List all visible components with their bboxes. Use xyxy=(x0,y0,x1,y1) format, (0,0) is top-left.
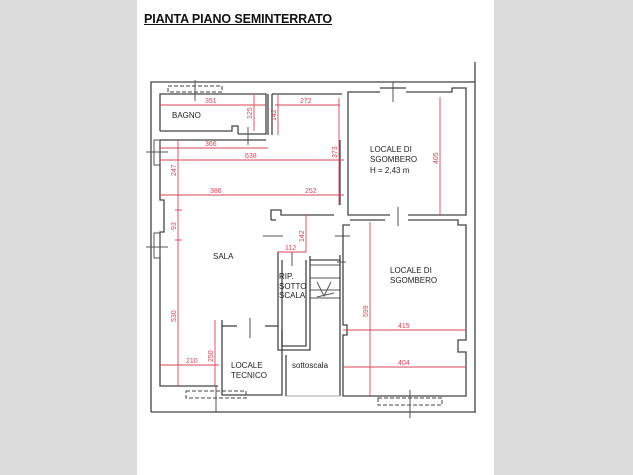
outer-boundary xyxy=(150,62,476,413)
dim-stair-width: 112 xyxy=(285,245,296,252)
dim-sgombero2-width-lower: 404 xyxy=(398,360,410,367)
dim-sala-left-part: 386 xyxy=(210,188,222,195)
dim-bagno-width: 351 xyxy=(205,98,217,105)
room-label-sgombero-1-line1: LOCALE DI xyxy=(370,145,412,154)
window-left-2 xyxy=(153,232,161,259)
room-label-sgombero-2-line2: SGOMBERO xyxy=(390,276,437,285)
dim-right-depth: 373 xyxy=(332,146,339,158)
room-label-locale-tecnico-line2: TECNICO xyxy=(231,371,267,380)
dim-bagno-depth: 125 xyxy=(247,107,254,119)
dim-sala-right-part: 252 xyxy=(305,188,317,195)
dim-nook-width: 210 xyxy=(186,358,198,365)
room-label-sgombero-1-height: H = 2,43 m xyxy=(370,166,410,175)
room-label-sottoscala: sottoscala xyxy=(292,361,329,370)
room-sottoscala-walls xyxy=(285,355,340,397)
room-rip-sotto-scala-walls xyxy=(277,252,311,351)
room-label-sgombero-1-line2: SGOMBERO xyxy=(370,155,417,164)
room-label-bagno: BAGNO xyxy=(172,111,201,120)
dim-stair-landing: 142 xyxy=(299,230,306,242)
room-label-sgombero-2-line1: LOCALE DI xyxy=(390,266,432,275)
stairs xyxy=(310,255,341,396)
dim-sala-depth: 530 xyxy=(171,310,178,322)
dim-left-upper: 247 xyxy=(171,164,178,176)
room-sgombero-1-walls xyxy=(347,82,467,226)
dimension-lines xyxy=(160,95,466,396)
plan-title: PIANTA PIANO SEMINTERRATO xyxy=(144,12,333,26)
room-label-locale-tecnico-line1: LOCALE xyxy=(231,361,263,370)
room-label-rip-line1: RIP. xyxy=(279,272,294,281)
dim-sgombero2-depth: 599 xyxy=(363,305,370,317)
dim-window-gap: 93 xyxy=(171,222,178,230)
room-locale-tecnico-walls xyxy=(185,318,283,412)
room-bagno-walls xyxy=(159,80,267,145)
room-label-rip-line3: SCALA xyxy=(279,291,306,300)
room-label-sala: SALA xyxy=(213,252,234,261)
room-label-rip-line2: SOTTO xyxy=(279,282,306,291)
corridor-walls xyxy=(267,93,342,135)
dim-top-right-width: 272 xyxy=(300,98,312,105)
dim-sala-full-width: 638 xyxy=(245,153,257,160)
dim-sgombero1-depth: 405 xyxy=(433,152,440,164)
room-sgombero-2-walls xyxy=(337,219,467,418)
dim-sgombero2-width: 415 xyxy=(398,323,410,330)
dim-nook-depth: 250 xyxy=(208,350,215,362)
dim-corridor-depth: 142 xyxy=(271,109,278,121)
dim-corridor-width: 366 xyxy=(205,141,217,148)
